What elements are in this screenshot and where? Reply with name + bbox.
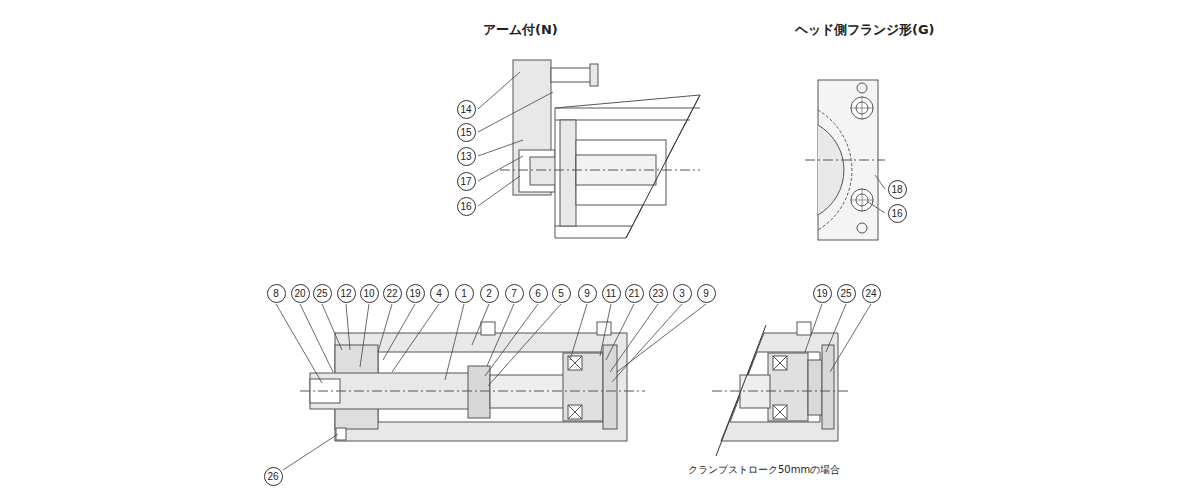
callout-number: 2 — [480, 284, 499, 303]
callout-number: 13 — [457, 147, 476, 166]
callout-number: 8 — [267, 284, 286, 303]
callout-number: 24 — [862, 284, 881, 303]
callout-number: 23 — [649, 284, 668, 303]
callout-number: 20 — [291, 284, 310, 303]
callout-number: 19 — [406, 284, 425, 303]
callout-number: 21 — [625, 284, 644, 303]
callout-number: 11 — [602, 284, 621, 303]
callout-number: 5 — [552, 284, 571, 303]
callout-number: 25 — [313, 284, 332, 303]
callout-number: 26 — [264, 467, 283, 486]
callout-number: 9 — [697, 284, 716, 303]
callout-number: 16 — [888, 204, 907, 223]
callout-number: 7 — [505, 284, 524, 303]
callout-number: 3 — [673, 284, 692, 303]
callout-number: 12 — [337, 284, 356, 303]
callout-number: 18 — [888, 180, 907, 199]
view-note: クランプストローク50mmの場合 — [688, 463, 840, 477]
callout-number: 9 — [578, 284, 597, 303]
callout-number: 16 — [457, 197, 476, 216]
callout-number: 6 — [529, 284, 548, 303]
callout-number: 22 — [383, 284, 402, 303]
callout-number: 17 — [457, 172, 476, 191]
callout-number: 15 — [457, 123, 476, 142]
view-title: アーム付(N) — [483, 21, 558, 39]
callout-number: 4 — [430, 284, 449, 303]
callout-number: 14 — [457, 100, 476, 119]
callout-number: 1 — [455, 284, 474, 303]
callout-number: 19 — [813, 284, 832, 303]
callout-number: 10 — [360, 284, 379, 303]
callout-number: 25 — [837, 284, 856, 303]
view-title: ヘッド側フランジ形(G) — [795, 21, 935, 39]
